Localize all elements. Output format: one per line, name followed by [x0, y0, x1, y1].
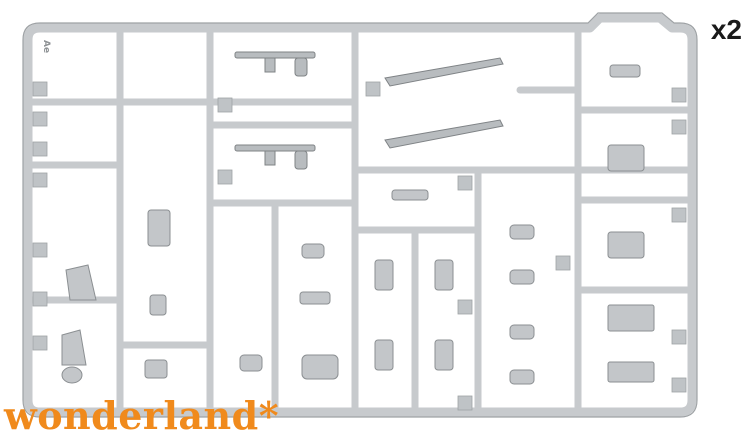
watermark: wonderland* — [4, 393, 280, 438]
mg-parts — [234, 51, 316, 170]
quantity-label: x2 — [710, 14, 742, 45]
sprue-letter: Ae — [41, 40, 51, 53]
small-parts — [61, 64, 655, 385]
sprue-frame — [23, 13, 697, 417]
sprue-runners — [24, 24, 696, 416]
part-number-tabs — [32, 81, 687, 411]
rifle-parts — [384, 57, 504, 149]
